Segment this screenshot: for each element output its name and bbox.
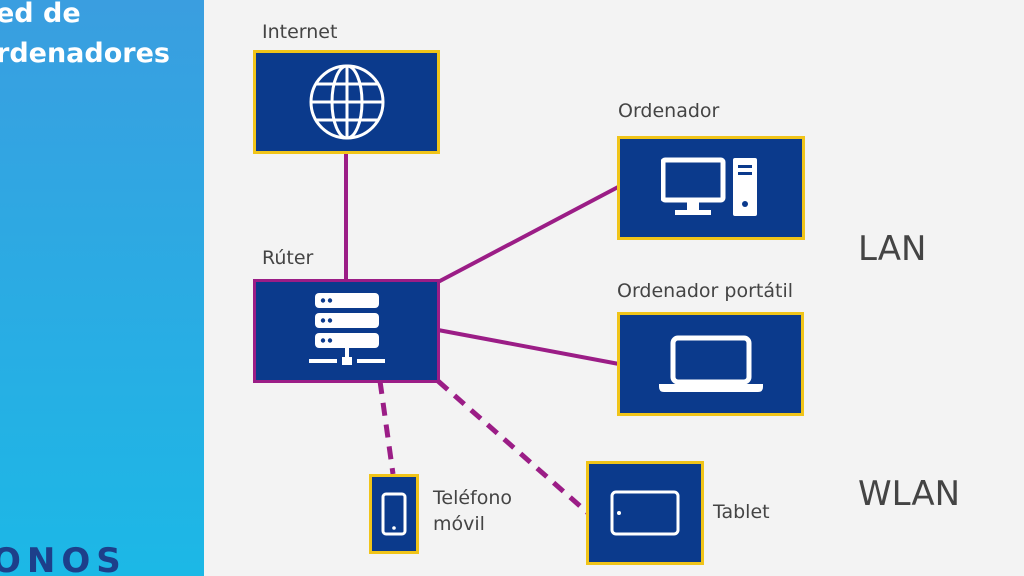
- globe-icon: [307, 62, 387, 142]
- brand-logo: ONOS: [0, 541, 127, 576]
- laptop-label: Ordenador portátil: [617, 280, 794, 302]
- server-icon: [307, 289, 387, 373]
- sidebar-title-line2: rdenadores: [0, 38, 170, 69]
- internet-node: [253, 50, 440, 154]
- sidebar: ed de rdenadores ONOS: [0, 0, 204, 576]
- sidebar-title: ed de rdenadores: [0, 0, 170, 74]
- link-router-computer: [437, 184, 621, 284]
- wlan-label: WLAN: [858, 474, 961, 514]
- tablet-label: Tablet: [713, 501, 770, 523]
- laptop-icon: [656, 334, 766, 394]
- internet-label: Internet: [262, 21, 338, 43]
- tablet-icon: [610, 490, 680, 536]
- link-router-tablet: [436, 379, 590, 515]
- smartphone-icon: [381, 492, 407, 536]
- phone-label-line2: móvil: [433, 513, 485, 535]
- phone-label-line1: Teléfono: [433, 487, 513, 509]
- phone-node: [369, 474, 419, 554]
- link-router-phone: [377, 380, 396, 475]
- computer-node: [617, 136, 805, 240]
- link-router-laptop: [437, 328, 620, 366]
- tablet-node: [586, 461, 704, 565]
- router-label: Rúter: [262, 247, 314, 269]
- router-node: [253, 279, 440, 383]
- computer-label: Ordenador: [618, 100, 720, 122]
- sidebar-title-line1: ed de: [0, 0, 81, 29]
- laptop-node: [617, 312, 804, 416]
- lan-label: LAN: [858, 229, 927, 269]
- desktop-computer-icon: [661, 156, 761, 220]
